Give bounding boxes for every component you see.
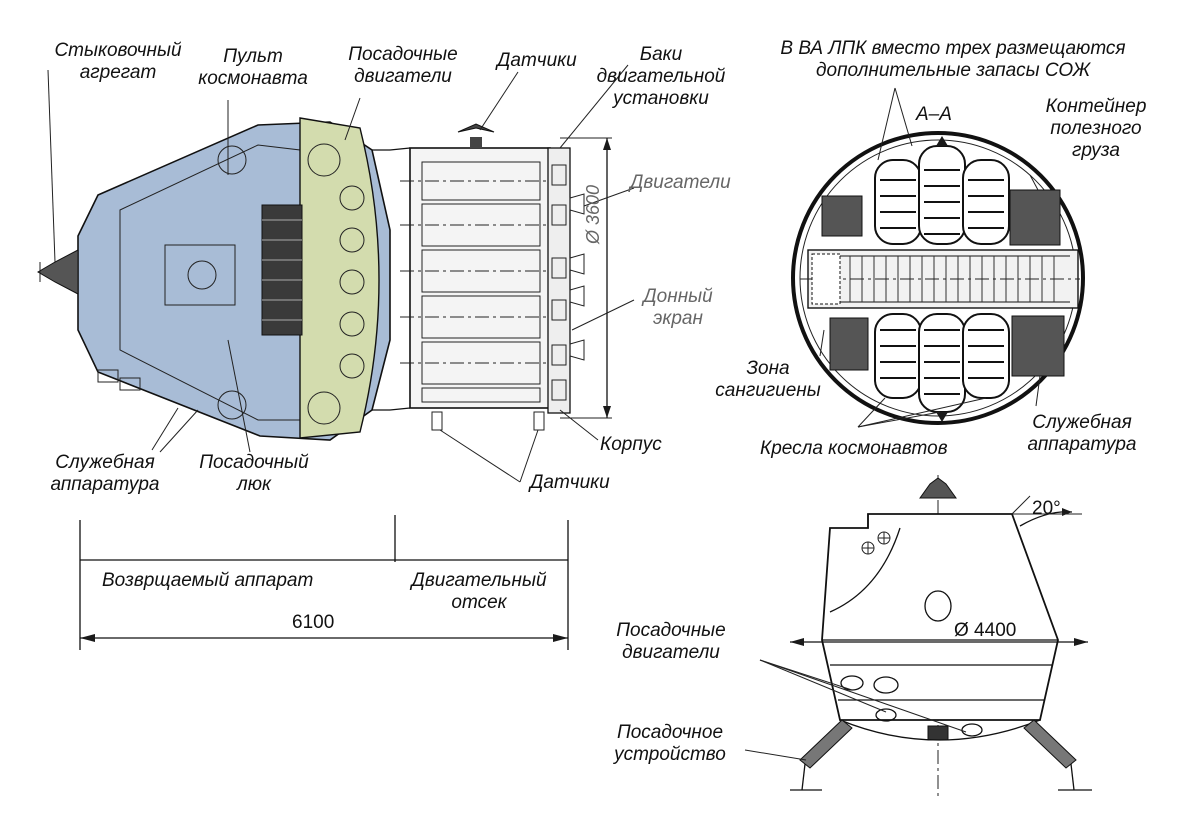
label-docking-unit: Стыковочный агрегат: [54, 40, 182, 83]
front-leaders: [744, 659, 967, 761]
label-payload-container: Контейнер полезного груза: [1045, 96, 1147, 161]
engine-compartment-body: [409, 147, 551, 409]
label-cosmonaut-console: Пульт космонавта: [198, 46, 308, 89]
label-sanitary-zone: Зона сангигиены: [715, 358, 821, 401]
label-angle-20: 20°: [1032, 498, 1061, 519]
length-dimensions: [79, 515, 569, 650]
label-cosmonaut-seats: Кресла космонавтов: [760, 438, 948, 459]
side-leaders: [47, 64, 635, 483]
label-service-equipment-right: Служебная аппаратура: [1027, 412, 1137, 455]
docking-unit: [37, 249, 79, 295]
label-landing-hatch: Посадочный люк: [199, 452, 309, 495]
label-engines: Двигатели: [630, 172, 731, 193]
label-landing-engines-top: Посадочные двигатели: [348, 44, 458, 87]
label-return-vehicle: Возврщаемый аппарат: [102, 570, 314, 591]
label-hull: Корпус: [600, 434, 662, 455]
heat-shield: [299, 117, 380, 439]
label-diameter-3600: Ø 3600: [583, 184, 603, 244]
label-sensors-top: Датчики: [497, 50, 577, 71]
seats-bottom: [874, 313, 1010, 422]
label-section-note: В ВА ЛПК вместо трех размещаются дополни…: [780, 38, 1126, 81]
section-leaders: [819, 87, 1041, 428]
label-bottom-shield: Донный экран: [643, 286, 713, 329]
label-engine-compartment: Двигательный отсек: [411, 570, 547, 613]
seats-top: [874, 136, 1010, 245]
section-aa-view: [791, 131, 1085, 425]
label-service-equipment-left: Служебная аппаратура: [50, 452, 160, 495]
label-diameter-4400: Ø 4400: [954, 620, 1017, 641]
label-propulsion-tanks: Баки двигательной установки: [596, 44, 726, 109]
landing-gear: [790, 719, 1092, 791]
label-landing-gear: Посадочное устройство: [614, 722, 726, 765]
front-view: [790, 475, 1092, 800]
label-sensors-bottom: Датчики: [530, 472, 610, 493]
label-landing-engines-bottom: Посадочные двигатели: [616, 620, 726, 663]
label-total-length: 6100: [292, 612, 335, 633]
side-view: [37, 117, 612, 441]
label-section-aa: А–А: [916, 104, 952, 125]
